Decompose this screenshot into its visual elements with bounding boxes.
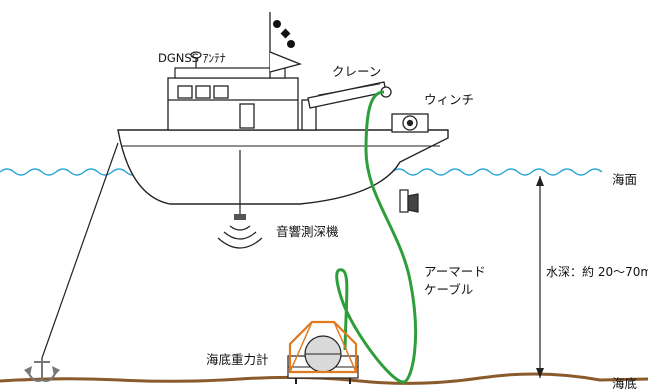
echo-sounder-icon xyxy=(217,150,263,249)
ship-hull xyxy=(117,129,449,205)
anchor-line xyxy=(41,142,119,359)
label-seafloor-gravimeter: 海底重力計 xyxy=(206,352,269,367)
ship-cabin xyxy=(167,77,299,131)
label-water-depth: 水深：約 20～70m xyxy=(546,264,648,279)
label-winch: ウィンチ xyxy=(424,92,474,107)
gravimeter-icon xyxy=(287,320,359,384)
depth-dimension xyxy=(536,176,544,378)
winch-icon xyxy=(391,113,429,133)
anchor-icon xyxy=(24,358,60,382)
flag-icon xyxy=(273,20,295,48)
armored-cable xyxy=(335,90,418,384)
dgnss-antenna-icon xyxy=(190,51,202,68)
rudder-icon xyxy=(399,189,419,213)
mast xyxy=(269,12,303,78)
label-armored-cable-2: ケーブル xyxy=(424,282,473,297)
label-sea-surface: 海面 xyxy=(612,172,637,187)
crane xyxy=(301,81,392,131)
cabin-roof xyxy=(174,67,286,79)
label-armored-cable-1: アーマード xyxy=(424,264,486,279)
label-echo-sounder: 音響測深機 xyxy=(276,224,339,239)
label-dgnss-antenna: DGNSS ｱﾝﾃﾅ xyxy=(158,51,226,65)
label-seafloor: 海底 xyxy=(612,376,637,390)
label-crane: クレーン xyxy=(332,64,381,79)
